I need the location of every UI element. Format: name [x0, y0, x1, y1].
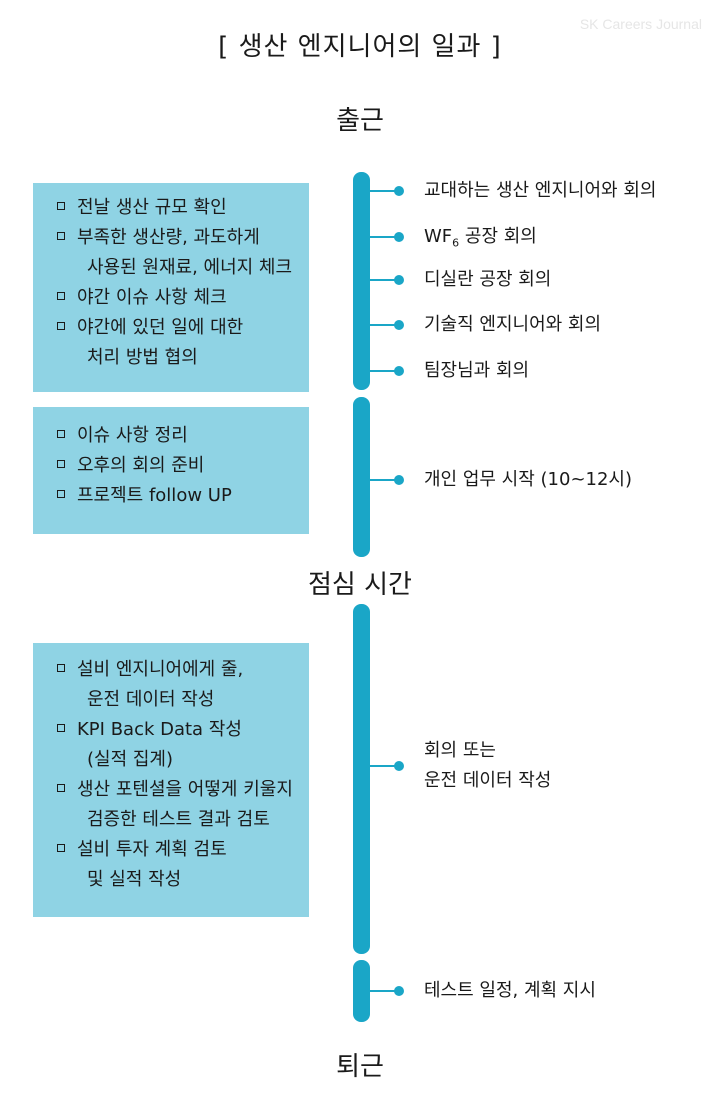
timeline-dot	[394, 761, 404, 771]
checkbox-bullet-icon	[57, 292, 65, 300]
task-item: 부족한 생산량, 과도하게 사용된 원재료, 에너지 체크	[57, 223, 299, 283]
checkbox-bullet-icon	[57, 724, 65, 732]
event-label: 회의 또는	[424, 740, 496, 761]
event-label: 기술직 엔지니어와 회의	[424, 314, 602, 335]
task-item: 이슈 사항 정리	[57, 421, 299, 451]
checkbox-bullet-icon	[57, 784, 65, 792]
timeline-connector	[370, 324, 398, 326]
section-end: 퇴근	[336, 1052, 384, 1082]
timeline-connector	[370, 370, 398, 372]
timeline-connector	[370, 236, 398, 238]
timeline-dot	[394, 186, 404, 196]
task-item: 설비 엔지니어에게 줄, 운전 데이터 작성	[57, 655, 299, 715]
checkbox-bullet-icon	[57, 844, 65, 852]
timeline-bar-afternoon	[353, 604, 370, 954]
task-item: KPI Back Data 작성 (실적 집계)	[57, 715, 299, 775]
event-label: 교대하는 생산 엔지니어와 회의	[424, 180, 657, 201]
timeline-connector	[370, 479, 398, 481]
checkbox-bullet-icon	[57, 202, 65, 210]
section-start: 출근	[336, 106, 384, 136]
checkbox-bullet-icon	[57, 322, 65, 330]
timeline-dot	[394, 320, 404, 330]
checkbox-bullet-icon	[57, 460, 65, 468]
timeline-bar-morning	[353, 172, 370, 390]
section-lunch: 점심 시간	[308, 570, 412, 600]
timeline-connector	[370, 279, 398, 281]
timeline-connector	[370, 990, 398, 992]
checkbox-bullet-icon	[57, 490, 65, 498]
timeline-bar-final	[353, 960, 370, 1022]
task-item: 야간에 있던 일에 대한 처리 방법 협의	[57, 313, 299, 373]
timeline-dot	[394, 275, 404, 285]
event-label: 팀장님과 회의	[424, 360, 530, 381]
task-item: 프로젝트 follow UP	[57, 481, 299, 511]
timeline-connector	[370, 190, 398, 192]
task-item: 생산 포텐셜을 어떻게 키울지 검증한 테스트 결과 검토	[57, 775, 299, 835]
task-box-late-morning: 이슈 사항 정리 오후의 회의 준비 프로젝트 follow UP	[33, 407, 309, 534]
checkbox-bullet-icon	[57, 232, 65, 240]
checkbox-bullet-icon	[57, 430, 65, 438]
checkbox-bullet-icon	[57, 664, 65, 672]
timeline-connector	[370, 765, 398, 767]
timeline-bar-late-morning	[353, 397, 370, 557]
timeline-dot	[394, 232, 404, 242]
timeline-dot	[394, 366, 404, 376]
timeline-dot	[394, 986, 404, 996]
task-item: 오후의 회의 준비	[57, 451, 299, 481]
task-item: 전날 생산 규모 확인	[57, 193, 299, 223]
task-item: 야간 이슈 사항 체크	[57, 283, 299, 313]
task-box-afternoon: 설비 엔지니어에게 줄, 운전 데이터 작성 KPI Back Data 작성 …	[33, 643, 309, 917]
event-label: 운전 데이터 작성	[424, 770, 552, 791]
page-title: [ 생산 엔지니어의 일과 ]	[218, 32, 502, 62]
watermark: SK Careers Journal	[579, 16, 702, 32]
task-item: 설비 투자 계획 검토 및 실적 작성	[57, 835, 299, 895]
event-label: WF6 공장 회의	[424, 226, 537, 250]
timeline-dot	[394, 475, 404, 485]
event-label: 테스트 일정, 계획 지시	[424, 980, 596, 1001]
task-box-morning: 전날 생산 규모 확인 부족한 생산량, 과도하게 사용된 원재료, 에너지 체…	[33, 183, 309, 392]
event-label: 디실란 공장 회의	[424, 269, 552, 290]
event-label: 개인 업무 시작 (10~12시)	[424, 469, 633, 490]
